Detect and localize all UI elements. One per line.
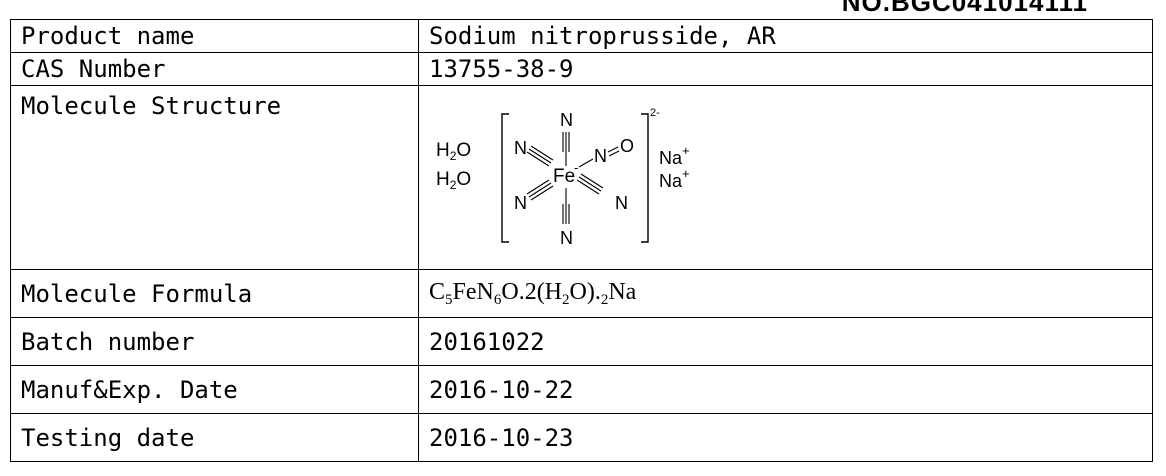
product-name-value: Sodium nitroprusside, AR — [418, 19, 1153, 53]
table-row-molecule-structure: Molecule Structure H2O H2O 2- N Fe - — [10, 85, 1153, 270]
molecule-formula-value: C5FeN6O.2(H2O).2Na — [418, 269, 1153, 318]
molecule-structure-label: Molecule Structure — [10, 85, 419, 270]
nitrosyl-nitrogen-label: N — [594, 146, 607, 166]
table-row-manuf-exp-date: Manuf&Exp. Date 2016-10-22 — [10, 365, 1153, 414]
iron-charge-label: - — [574, 160, 578, 175]
bottom-nitrogen-label: N — [560, 228, 573, 248]
table-row-molecule-formula: Molecule Formula C5FeN6O.2(H2O).2Na — [10, 269, 1153, 318]
sodium-1-label: Na+ — [659, 143, 690, 168]
molecule-formula-label: Molecule Formula — [10, 269, 419, 318]
lower-left-nitrogen-label: N — [514, 193, 527, 213]
testing-date-label: Testing date — [10, 413, 419, 462]
table-row-cas-number: CAS Number 13755-38-9 — [10, 52, 1153, 86]
manuf-exp-date-label: Manuf&Exp. Date — [10, 365, 419, 414]
top-nitrogen-label: N — [560, 110, 573, 130]
nitrosyl-oxygen-label: O — [620, 136, 634, 156]
complex-charge-label: 2- — [650, 107, 660, 119]
batch-number-label: Batch number — [10, 317, 419, 366]
batch-number-value: 20161022 — [418, 317, 1153, 366]
table-row-testing-date: Testing date 2016-10-23 — [10, 413, 1153, 462]
testing-date-value: 2016-10-23 — [418, 413, 1153, 462]
cas-number-label: CAS Number — [10, 52, 419, 86]
upper-left-nitrogen-label: N — [514, 138, 527, 158]
table-row-product-name: Product name Sodium nitroprusside, AR — [10, 19, 1153, 53]
sodium-2-label: Na+ — [659, 166, 690, 191]
water-1-label: H2O — [436, 140, 471, 163]
product-info-table: Product name Sodium nitroprusside, AR CA… — [10, 19, 1153, 462]
molecule-structure-value: H2O H2O 2- N Fe - N — [418, 85, 1153, 270]
cas-number-value: 13755-38-9 — [418, 52, 1153, 86]
right-bracket — [641, 112, 649, 243]
left-bracket — [501, 112, 509, 243]
cut-off-header-text: NO.BGC041014111 — [841, 0, 1088, 17]
product-name-label: Product name — [10, 19, 419, 53]
iron-label: Fe — [553, 166, 575, 187]
water-2-label: H2O — [436, 169, 471, 192]
table-row-batch-number: Batch number 20161022 — [10, 317, 1153, 366]
lower-right-nitrogen-label: N — [615, 193, 628, 213]
manuf-exp-date-value: 2016-10-22 — [418, 365, 1153, 414]
molecule-structure-diagram: H2O H2O 2- N Fe - N — [436, 107, 690, 248]
